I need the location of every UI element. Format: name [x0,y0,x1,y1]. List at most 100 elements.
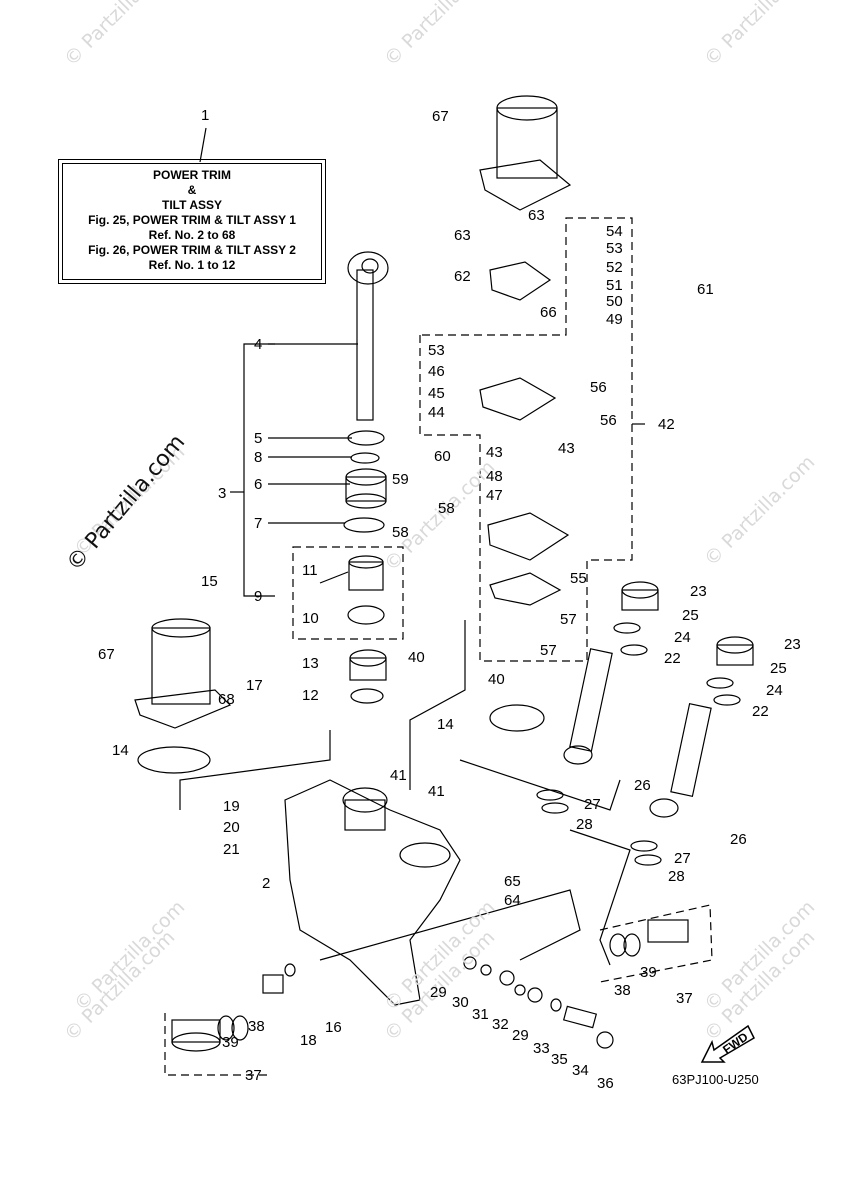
callout-45: 45 [428,385,445,402]
diagram-code: 63PJ100-U250 [672,1072,759,1087]
callout-41: 41 [390,767,407,784]
callout-26: 26 [730,831,747,848]
callout-27: 27 [584,796,601,813]
callout-60: 60 [434,448,451,465]
callout-56: 56 [600,412,617,429]
callout-21: 21 [223,841,240,858]
callout-23: 23 [690,583,707,600]
callout-16: 16 [325,1019,342,1036]
title-line-6: Fig. 26, POWER TRIM & TILT ASSY 2 [88,243,296,257]
callout-24: 24 [674,629,691,646]
callout-43: 43 [486,444,503,461]
callout-30: 30 [452,994,469,1011]
callout-59: 59 [392,471,409,488]
callout-53: 53 [606,240,623,257]
title-line-1: POWER TRIM [153,168,231,182]
callout-61: 61 [697,281,714,298]
callout-25: 25 [770,660,787,677]
callout-39: 39 [222,1034,239,1051]
callout-40: 40 [488,671,505,688]
callout-29: 29 [512,1027,529,1044]
callout-38: 38 [248,1018,265,1035]
callout-57: 57 [560,611,577,628]
callout-43: 43 [558,440,575,457]
callout-14: 14 [437,716,454,733]
callout-65: 65 [504,873,521,890]
group-box-9 [292,546,404,640]
callout-20: 20 [223,819,240,836]
callout-4: 4 [254,336,263,353]
motor-lower [151,627,211,705]
callout-15: 15 [201,573,218,590]
title-line-3: TILT ASSY [162,198,222,212]
group-box-42 [419,217,633,662]
callout-33: 33 [533,1040,550,1057]
callout-19: 19 [223,798,240,815]
callout-63: 63 [454,227,471,244]
callout-32: 32 [492,1016,509,1033]
callout-56: 56 [590,379,607,396]
callout-52: 52 [606,259,623,276]
callout-42: 42 [658,416,675,433]
callout-12: 12 [302,687,319,704]
callout-64: 64 [504,892,521,909]
fwd-arrow-shape: FWD [700,1024,755,1063]
callout-58: 58 [438,500,455,517]
callout-50: 50 [606,293,623,310]
callout-68: 68 [218,691,235,708]
callout-48: 48 [486,468,503,485]
title-line-2: & [187,183,197,197]
cylinder-body [284,779,461,1006]
callout-66: 66 [540,304,557,321]
fwd-arrow-icon: FWD [700,1022,756,1071]
callout-13: 13 [302,655,319,672]
callout-25: 25 [682,607,699,624]
callout-3: 3 [218,485,227,502]
callout-1: 1 [201,107,210,124]
callout-27: 27 [674,850,691,867]
callout-7: 7 [254,515,263,532]
callout-35: 35 [551,1051,568,1068]
callout-29: 29 [430,984,447,1001]
callout-26: 26 [634,777,651,794]
callout-51: 51 [606,277,623,294]
callout-41: 41 [428,783,445,800]
callout-17: 17 [246,677,263,694]
callout-62: 62 [454,268,471,285]
callout-37: 37 [245,1067,262,1084]
callout-18: 18 [300,1032,317,1049]
callout-63: 63 [528,207,545,224]
callout-49: 49 [606,311,623,328]
callout-39: 39 [640,964,657,981]
callout-2: 2 [262,875,271,892]
callout-54: 54 [606,223,623,240]
callout-8: 8 [254,449,263,466]
title-line-5: Ref. No. 2 to 68 [148,228,236,242]
callout-31: 31 [472,1006,489,1023]
callout-5: 5 [254,430,263,447]
callout-47: 47 [486,487,503,504]
callout-23: 23 [784,636,801,653]
bracket-3 [243,343,275,597]
callout-67: 67 [98,646,115,663]
callout-28: 28 [668,868,685,885]
callout-57: 57 [540,642,557,659]
callout-67: 67 [432,108,449,125]
leader-1 [199,127,207,163]
callout-6: 6 [254,476,263,493]
callout-14: 14 [112,742,129,759]
callout-40: 40 [408,649,425,666]
callout-37: 37 [676,990,693,1007]
callout-11: 11 [302,562,318,579]
callout-44: 44 [428,404,445,421]
callout-9: 9 [254,588,263,605]
callout-34: 34 [572,1062,589,1079]
callout-22: 22 [752,703,769,720]
title-line-7: Ref. No. 1 to 12 [148,258,236,272]
callout-10: 10 [302,610,319,627]
callout-36: 36 [597,1075,614,1092]
callout-38: 38 [614,982,631,999]
callout-22: 22 [664,650,681,667]
callout-46: 46 [428,363,445,380]
